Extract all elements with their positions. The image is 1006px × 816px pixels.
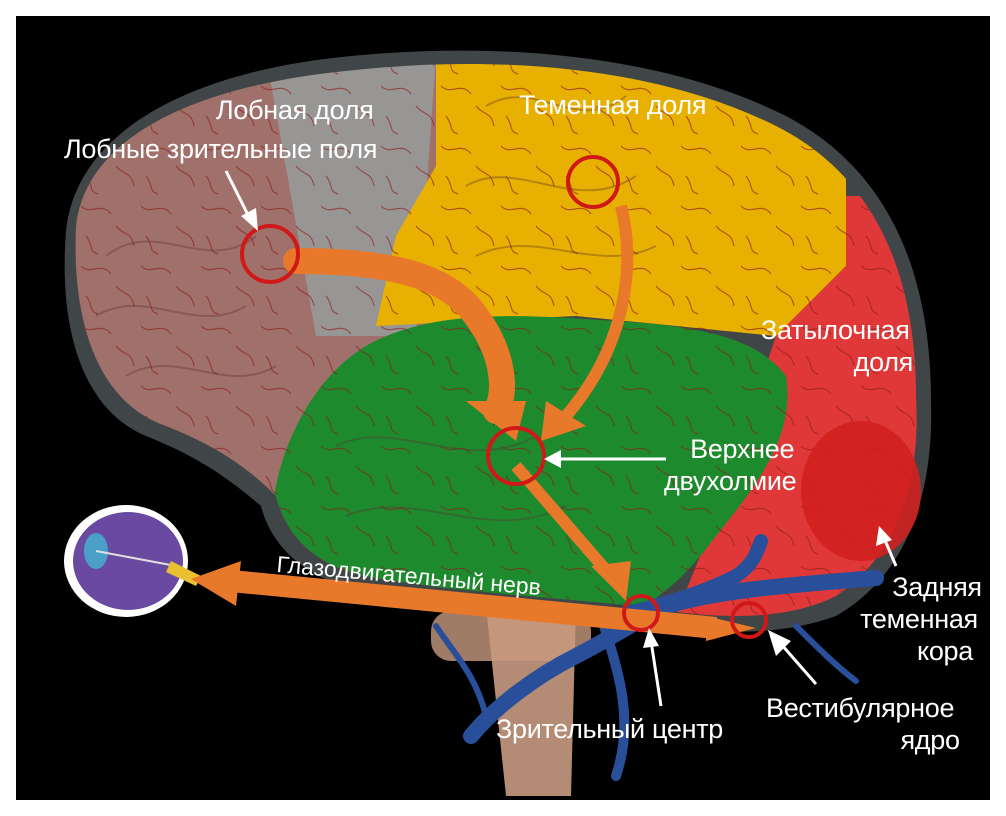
occipital-lobe-label: Затылочная доля — [761, 314, 913, 378]
cerebellum — [801, 421, 921, 561]
frontal-eye-fields-label: Лобные зрительные поля — [64, 134, 378, 164]
frontal-lobe-label: Лобная доля — [216, 95, 374, 125]
posterior-parietal-label: Задняя теменная кора — [854, 571, 984, 667]
vestibular-nucleus-label: Вестибулярное ядро — [766, 692, 960, 756]
parietal-lobe-label: Теменная доля — [519, 90, 707, 120]
eye-illustration — [64, 505, 201, 617]
posterior-parietal-line3: кора — [917, 636, 973, 666]
posterior-parietal-line1: Задняя — [892, 572, 982, 602]
superior-colliculus-line1: Верхнее — [690, 434, 795, 464]
vestibular-line1: Вестибулярное — [766, 693, 955, 723]
diagram-frame: Лобная доля Лобные зрительные поля Темен… — [16, 16, 990, 800]
vestibular-line2: ядро — [900, 725, 960, 755]
highlight-circles — [240, 155, 768, 639]
vestibular-nucleus-circle — [730, 601, 768, 639]
occipital-lobe-line1: Затылочная — [761, 315, 910, 345]
visual-center-circle — [622, 594, 660, 632]
brain-diagram — [64, 50, 932, 796]
superior-colliculus-label: Верхнее двухолмие — [664, 433, 797, 497]
frontal-eye-fields-circle — [240, 224, 300, 284]
superior-colliculus-circle — [486, 426, 546, 486]
pointer-arrows — [224, 170, 898, 707]
posterior-parietal-line2: теменная — [860, 604, 978, 634]
pathway-arrows — [191, 204, 756, 641]
visual-center-label: Зрительный центр — [496, 714, 723, 744]
superior-colliculus-line2: двухолмие — [664, 466, 797, 496]
parietal-circle — [566, 155, 620, 209]
occipital-lobe-line2: доля — [853, 347, 914, 377]
